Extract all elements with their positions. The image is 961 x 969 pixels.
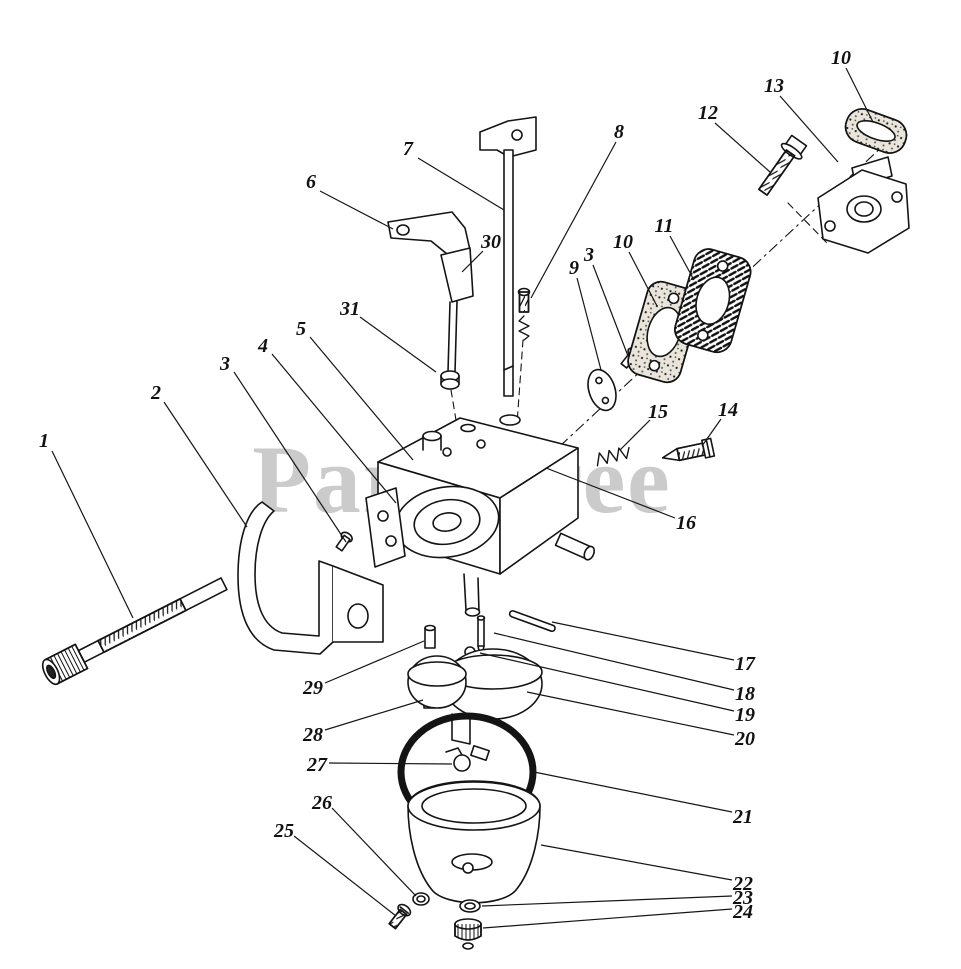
- part-label-27: 27: [306, 754, 328, 776]
- leader-line-4: [271, 353, 397, 504]
- leader-line-12: [714, 122, 771, 173]
- leader-line-25: [293, 835, 397, 917]
- leader-line-29: [324, 640, 425, 684]
- part-27-hinge: [445, 744, 490, 772]
- part-label-21: 21: [732, 806, 753, 828]
- leader-line-20: [526, 691, 735, 736]
- part-label-11: 11: [655, 215, 674, 237]
- part-label-14: 14: [718, 399, 738, 421]
- leader-line-23: [481, 895, 733, 907]
- part-label-15: 15: [648, 401, 668, 423]
- leader-line-13: [779, 95, 839, 163]
- part-11-spacer: [674, 248, 752, 354]
- leader-line-3: [233, 371, 347, 543]
- part-23-washer: [459, 899, 481, 913]
- part-2-bracket: [237, 501, 384, 655]
- part-label-29: 29: [302, 677, 323, 699]
- part-label-5: 5: [296, 318, 306, 340]
- part-label-2: 2: [150, 382, 161, 404]
- leader-line-2: [163, 401, 248, 528]
- part-14-idle-screw: [661, 437, 716, 462]
- part-label-4: 4: [257, 335, 268, 357]
- part-label-6: 6: [306, 171, 316, 193]
- part-13-manifold: [817, 156, 910, 254]
- part-1-bolt: [41, 577, 228, 686]
- part-label-17: 17: [735, 653, 756, 675]
- part-label-7: 7: [403, 138, 414, 160]
- part-22-bowl: [407, 780, 541, 904]
- part-17-float-pin: [508, 610, 556, 633]
- part-label-16: 16: [676, 512, 696, 534]
- part-label-10: 10: [613, 231, 633, 253]
- part-31-washer: [440, 370, 460, 390]
- part-15-spring: [596, 446, 630, 467]
- part-label-18: 18: [735, 683, 755, 705]
- part-25-screw: [388, 903, 412, 930]
- part-20-float: [407, 648, 543, 745]
- part-label-23: 23: [732, 887, 753, 909]
- leader-line-28: [324, 699, 424, 731]
- leader-line-15: [619, 419, 651, 451]
- leader-line-1: [51, 450, 134, 619]
- leader-line-11: [669, 235, 695, 281]
- leader-line-17: [551, 621, 735, 661]
- leader-line-31: [359, 316, 437, 373]
- part-label-30: 30: [480, 231, 501, 253]
- part-12-bolt: [758, 134, 808, 196]
- part-7-throttle-shaft: [479, 116, 537, 397]
- leader-line-26: [331, 807, 417, 897]
- part-carburetor-body: [365, 414, 596, 617]
- part-26-grommet: [412, 892, 430, 906]
- part-10-gasket-top: [844, 108, 908, 154]
- leader-lines: [51, 67, 874, 929]
- part-label-28: 28: [302, 724, 323, 746]
- part-label-31: 31: [339, 298, 360, 320]
- part-label-12: 12: [698, 102, 718, 124]
- leader-line-5: [309, 336, 414, 461]
- leader-line-19: [479, 652, 735, 712]
- leader-line-18: [493, 632, 735, 691]
- part-label-20: 20: [734, 728, 755, 750]
- part-label-1: 1: [39, 430, 49, 452]
- part-label-9: 9: [569, 257, 579, 279]
- part-24-drain-bolt: [454, 918, 482, 950]
- leader-line-10: [845, 67, 874, 123]
- leader-line-16: [545, 467, 676, 519]
- leader-line-21: [533, 771, 733, 813]
- leader-line-27: [328, 762, 453, 765]
- bolt-axis: [787, 202, 829, 245]
- leader-line-10: [628, 251, 658, 307]
- leader-line-14: [701, 418, 722, 447]
- part-label-22: 22: [732, 873, 753, 895]
- part-label-3: 3: [219, 353, 230, 375]
- leader-line-7: [417, 157, 505, 211]
- leader-line-24: [482, 908, 733, 929]
- leader-line-6: [319, 190, 394, 230]
- leader-line-22: [540, 844, 733, 881]
- leader-line-9: [576, 277, 602, 371]
- leader-line-3: [592, 264, 629, 357]
- part-8-screw: [517, 287, 531, 341]
- part-label-10: 10: [831, 47, 851, 69]
- exploded-drawing: [41, 108, 910, 950]
- part-9-plate: [587, 368, 617, 412]
- part-label-25: 25: [273, 820, 294, 842]
- leader-line-8: [530, 141, 617, 299]
- part-30-choke-shaft: [440, 247, 474, 373]
- part-label-19: 19: [735, 704, 755, 726]
- part-3-bracket-screw: [335, 531, 353, 552]
- screw-axis: [516, 339, 524, 425]
- leader-line-30: [461, 250, 484, 273]
- part-label-3: 3: [583, 244, 594, 266]
- part-label-24: 24: [732, 901, 753, 923]
- part-label-8: 8: [614, 121, 624, 143]
- part-29-jet: [424, 624, 436, 649]
- part-label-13: 13: [764, 75, 784, 97]
- part-label-26: 26: [311, 792, 332, 814]
